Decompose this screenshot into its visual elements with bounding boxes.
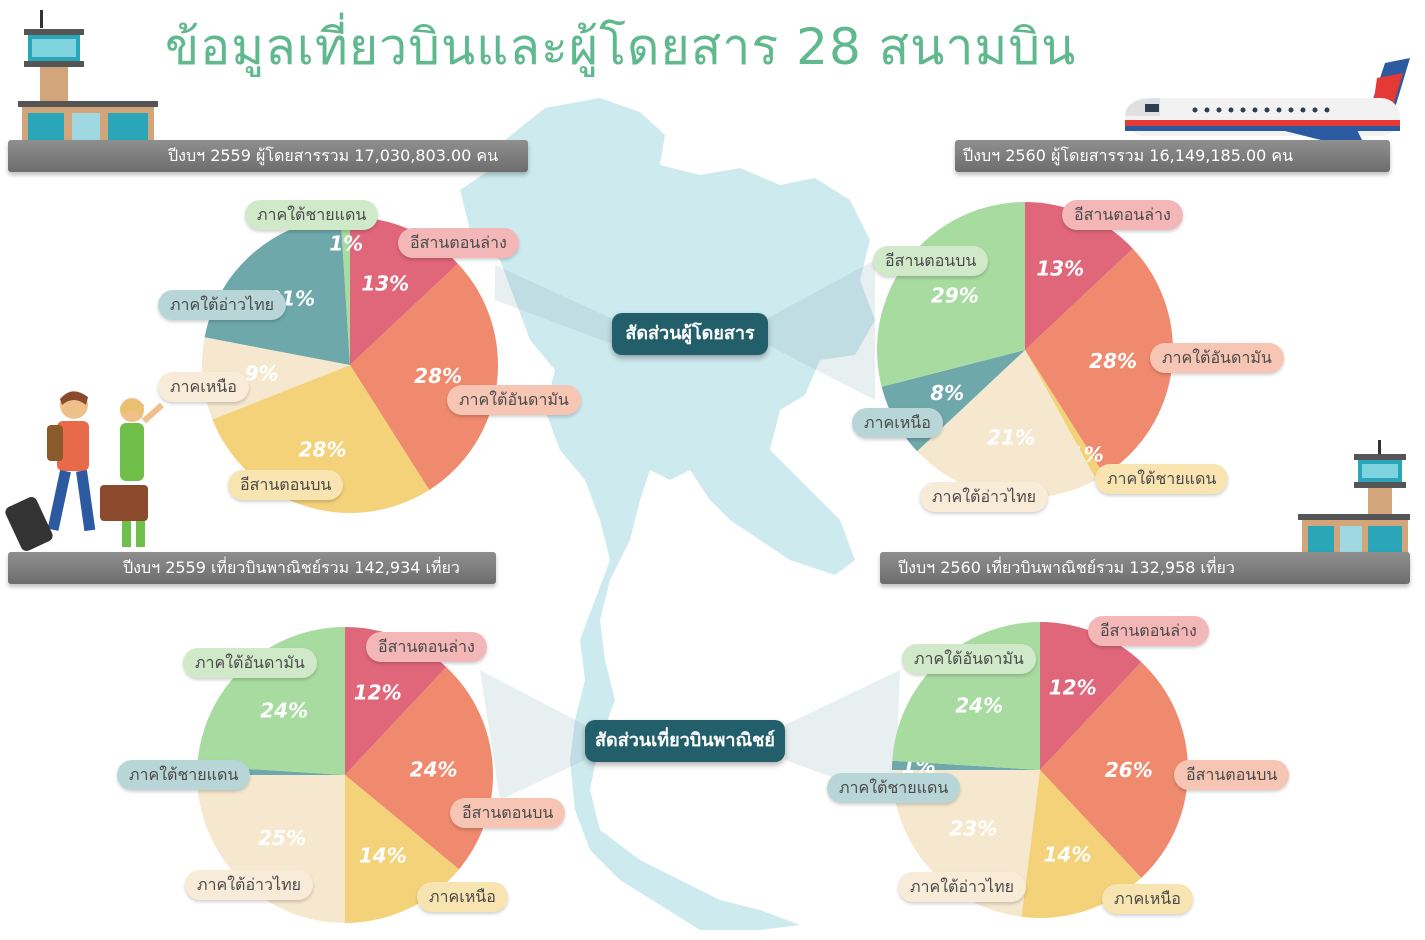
center-label-flights: สัดส่วนเที่ยวบินพาณิชย์ [585,720,785,762]
airplane-icon [1125,58,1410,146]
center-label-passengers-text: สัดส่วนผู้โดยสาร [625,323,755,344]
pie2-label-andaman: ภาคใต้อันดามัน [183,648,317,678]
pie3-label-north: ภาคเหนือ [1102,884,1193,914]
pie2-pct-label-0: 12% [354,680,402,704]
pie2-pct-label-1: 24% [410,757,458,781]
beam-fl-left [480,670,585,800]
bar-flights-2560: ปีงบฯ 2560 เที่ยวบินพาณิชย์รวม 132,958 เ… [880,552,1410,584]
pie0-pct-label-3: 9% [245,361,279,385]
pie1-slice-2 [1025,350,1105,480]
pie0-label-north: ภาคเหนือ [158,372,249,402]
control-tower-icon [18,10,158,147]
pie1-slice-0 [1025,202,1133,350]
pie3-pct-label-2: 14% [1044,842,1092,866]
pie0-label-gulf: ภาคใต้อ่าวไทย [158,290,286,320]
pie3-slice-2 [1021,770,1142,918]
pie2-label-gulf: ภาคใต้อ่าวไทย [185,870,313,900]
travelers-icon [5,391,164,551]
pie0-label-border: ภาคใต้ชายแดน [245,200,379,230]
pie1-slice-3 [917,350,1097,498]
pie0-pct-label-1: 28% [414,364,462,388]
pie2-pct-label-5: 24% [260,698,308,722]
pie-chart-pax-2560: 13%28%1%21%8%29% [876,202,1173,498]
bar-pax-2559-text: ปีงบฯ 2559 ผู้โดยสารรวม 17,030,803.00 คน [168,146,499,165]
bar-flights-2559-text: ปีงบฯ 2559 เที่ยวบินพาณิชย์รวม 142,934 เ… [123,558,460,577]
bar-pax-2560-text: ปีงบฯ 2560 ผู้โดยสารรวม 16,149,185.00 คน [963,146,1294,165]
center-label-flights-text: สัดส่วนเที่ยวบินพาณิชย์ [595,730,775,751]
pie1-label-gulf: ภาคใต้อ่าวไทย [920,482,1048,512]
pie0-label-andaman: ภาคใต้อันดามัน [447,385,581,415]
pie1-label-andaman: ภาคใต้อันดามัน [1150,343,1284,373]
pie2-label-border: ภาคใต้ชายแดน [117,760,251,790]
pie1-pct-label-5: 29% [931,284,979,308]
pie1-label-border: ภาคใต้ชายแดน [1095,464,1229,494]
pie3-pct-label-0: 12% [1049,675,1097,699]
pie2-pct-label-3: 25% [258,826,306,850]
bar-pax-2559: ปีงบฯ 2559 ผู้โดยสารรวม 17,030,803.00 คน [8,140,528,172]
pie3-pct-label-5: 24% [955,693,1003,717]
pie2-label-north: ภาคเหนือ [417,882,508,912]
pie1-slice-5 [876,202,1025,387]
pie2-label-lower-isan: อีสานตอนล่าง [366,632,487,662]
page-title: ข้อมูลเที่ยวบินและผู้โดยสาร 28 สนามบิน [165,18,1077,76]
pie3-slice-0 [1040,622,1142,770]
pie3-label-border: ภาคใต้ชายแดน [827,773,961,803]
pie1-slice-1 [1025,248,1173,475]
pie3-slice-4 [892,760,1040,770]
pie0-slice-5 [340,217,350,365]
pie3-pct-label-3: 23% [949,817,997,841]
pie0-pct-label-0: 13% [361,272,409,296]
beam-fl-right [785,670,900,800]
pie0-label-lower-isan: อีสานตอนล่าง [398,228,519,258]
pie1-pct-label-3: 21% [987,426,1035,450]
beam-pax-left [495,265,615,345]
beam-pax-right [768,260,875,400]
pie3-slice-1 [1040,662,1188,878]
pie1-label-north: ภาคเหนือ [852,408,943,438]
pie1-pct-label-0: 13% [1036,257,1084,281]
pie1-label-lower-isan: อีสานตอนล่าง [1062,200,1183,230]
pie1-label-upper-isan: อีสานตอนบน [873,246,989,276]
pie1-pct-label-4: 8% [930,381,964,405]
pie2-slice-0 [345,627,447,775]
bar-flights-2559: ปีงบฯ 2559 เที่ยวบินพาณิชย์รวม 142,934 เ… [8,552,496,584]
pie0-label-upper-isan: อีสานตอนบน [228,470,344,500]
pie0-slice-1 [350,263,498,490]
pie3-pct-label-1: 26% [1105,758,1153,782]
pie2-pct-label-2: 14% [359,843,407,867]
pie3-label-gulf: ภาคใต้อ่าวไทย [898,872,1026,902]
pie0-pct-label-5: 1% [329,232,363,256]
pie0-pct-label-2: 28% [299,437,347,461]
bar-flights-2560-text: ปีงบฯ 2560 เที่ยวบินพาณิชย์รวม 132,958 เ… [898,558,1235,577]
map-silhouette [460,98,875,930]
pie1-pct-label-1: 28% [1089,349,1137,373]
bar-pax-2560: ปีงบฯ 2560 ผู้โดยสารรวม 16,149,185.00 คน [955,140,1390,172]
pie3-label-andaman: ภาคใต้อันดามัน [902,644,1036,674]
terminal-icon [1298,440,1410,556]
pie3-label-lower-isan: อีสานตอนล่าง [1088,616,1209,646]
pie3-label-upper-isan: อีสานตอนบน [1174,760,1290,790]
center-label-passengers: สัดส่วนผู้โดยสาร [612,313,768,355]
pie2-label-upper-isan: อีสานตอนบน [450,798,566,828]
